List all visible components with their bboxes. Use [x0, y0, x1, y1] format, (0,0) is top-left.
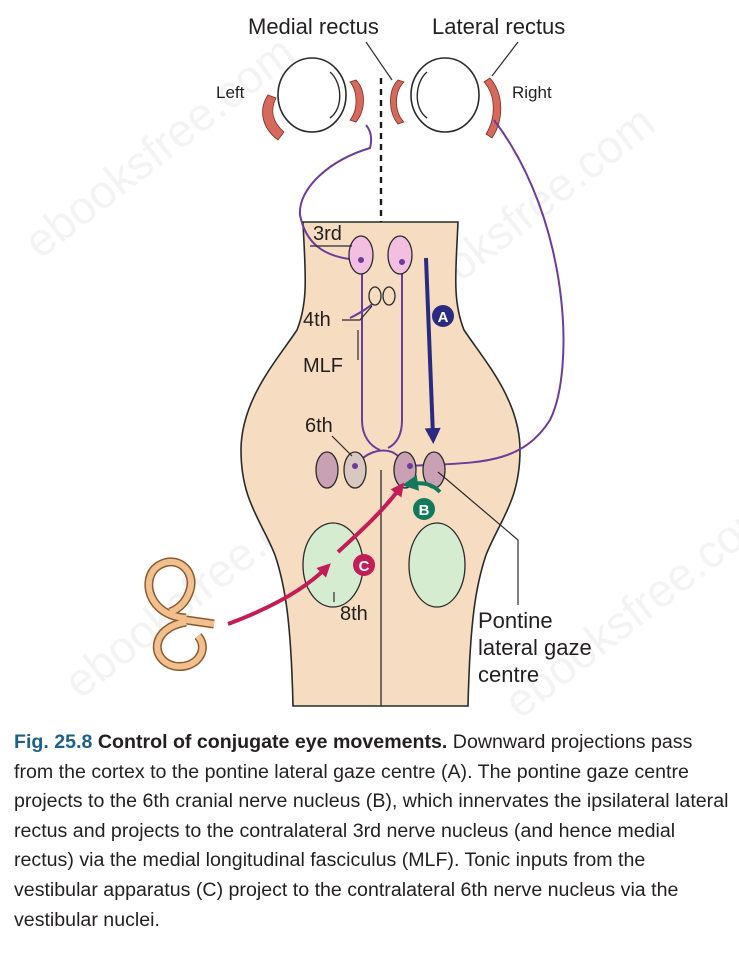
watermark-text: ebooksfree.com	[14, 25, 304, 267]
mlf-right	[387, 290, 403, 449]
mlf-left	[361, 262, 381, 451]
right-label: Right	[512, 83, 552, 102]
right-eyeball	[410, 57, 480, 133]
right-medial-rectus-muscle	[390, 79, 405, 125]
arrow-c-input	[227, 563, 331, 626]
right-lateral-rectus-muscle	[483, 77, 502, 139]
medial-rectus-pointer	[365, 41, 393, 81]
figure-caption: Fig. 25.8 Control of conjugate eye movem…	[14, 728, 730, 935]
marker-a-label: A	[438, 309, 449, 326]
left-medial-rectus-muscle	[349, 79, 364, 123]
pontine-label-line-2: lateral gaze	[478, 635, 592, 660]
marker-c: C	[353, 554, 375, 576]
left-eye	[262, 57, 364, 141]
fourth-nucleus-left	[368, 286, 382, 306]
left-eyeball	[277, 57, 347, 133]
marker-c-badge	[353, 554, 375, 576]
pontine-label-line-3: centre	[478, 662, 539, 687]
sixth-nucleus-right-dot	[407, 463, 413, 469]
fourth-label: 4th	[303, 309, 331, 331]
sixth-to-right-lateral-rectus	[409, 119, 565, 467]
vestibular-apparatus-fill	[145, 558, 215, 670]
arrow-b	[402, 474, 442, 494]
marker-b: B	[413, 498, 435, 520]
arrow-a	[424, 257, 441, 444]
pontine-label-line-1: Pontine	[478, 608, 553, 633]
lateral-gaze-centre-left	[315, 451, 339, 489]
marker-c-label: C	[359, 558, 370, 575]
third-nerve-to-left-medial-rectus	[298, 124, 373, 261]
fourth-pointer	[342, 305, 373, 321]
figure-caption-text: Downward projections pass from the corte…	[14, 731, 729, 931]
sixth-pointer	[331, 435, 353, 457]
fourth-nucleus-right	[382, 286, 396, 306]
right-iris	[416, 71, 428, 119]
vestibular-nucleus-right	[408, 522, 466, 608]
left-label: Left	[216, 83, 245, 102]
marker-a: A	[432, 305, 454, 327]
right-eye	[390, 57, 502, 139]
sixth-nucleus-left-dot	[352, 463, 358, 469]
left-iris	[329, 71, 341, 119]
left-lateral-rectus-muscle	[262, 94, 285, 141]
third-label: 3rd	[313, 223, 342, 245]
nerve-pathways	[298, 119, 565, 469]
eighth-label: 8th	[340, 603, 368, 625]
marker-b-badge	[413, 498, 435, 520]
third-nucleus-right-dot	[399, 259, 405, 265]
conjugate-eye-movement-diagram: ebooksfree.com ebooksfree.com ebooksfree…	[14, 14, 739, 720]
lateral-rectus-label: Lateral rectus	[432, 14, 565, 39]
sixth-label: 6th	[305, 415, 333, 437]
lateral-rectus-pointer	[491, 41, 519, 77]
third-nucleus-left-dot	[358, 257, 364, 263]
marker-a-badge	[432, 305, 454, 327]
marker-b-label: B	[419, 502, 430, 519]
pontine-pointer	[437, 471, 519, 605]
mlf-label: MLF	[303, 355, 343, 377]
fourth-nerve-nuclei	[368, 286, 396, 306]
third-nucleus-right	[387, 235, 413, 275]
third-nerve-nuclei	[348, 235, 413, 275]
medial-rectus-label: Medial rectus	[248, 14, 379, 39]
arrow-c-projection	[336, 482, 405, 554]
figure-number: Fig. 25.8	[14, 731, 93, 753]
figure-title: Control of conjugate eye movements.	[97, 731, 448, 753]
sixth-nucleus-left	[343, 451, 367, 489]
third-nucleus-left	[348, 235, 374, 275]
